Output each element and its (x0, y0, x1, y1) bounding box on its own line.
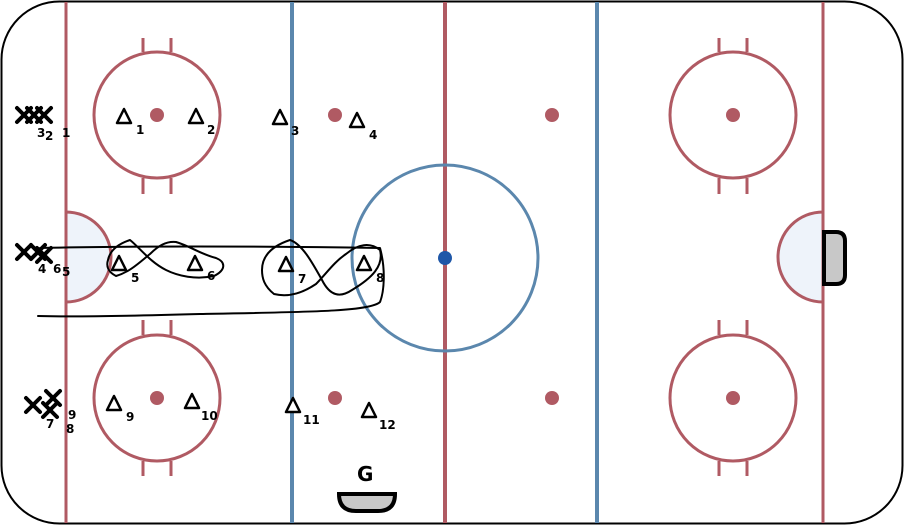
goalie-net (336, 492, 398, 513)
triangle-player: 1 (115, 107, 144, 137)
triangle-player-label: 3 (291, 124, 299, 138)
triangle-player-label: 9 (126, 410, 134, 424)
triangle-player-label: 5 (131, 271, 139, 285)
x-mark-icon (15, 243, 33, 261)
faceoff-circle-right-top (668, 38, 798, 194)
faceoff-circle-right-bottom (668, 320, 798, 476)
triangle-player-label: 2 (207, 123, 215, 137)
neutral-dot-left-top (328, 108, 342, 122)
right-goal-net (822, 230, 847, 286)
x-player-label: 5 (62, 265, 70, 279)
triangle-player: 6 (186, 254, 215, 283)
triangle-outline-icon (277, 255, 295, 273)
x-player-label: 2 (45, 129, 53, 143)
triangle-player-label: 1 (136, 123, 144, 137)
center-circle (350, 163, 540, 353)
triangle-player: 9 (105, 394, 134, 424)
goalie-label: G (357, 462, 373, 486)
x-mark-icon (29, 243, 47, 261)
x-player: 9 (44, 389, 76, 422)
triangle-player: 5 (110, 254, 139, 285)
x-player-label: 9 (68, 408, 76, 422)
triangle-player: 4 (348, 111, 377, 142)
triangle-player-label: 8 (376, 271, 384, 285)
triangle-player: 12 (360, 401, 396, 432)
triangle-outline-icon (271, 108, 289, 126)
triangle-outline-icon (348, 111, 366, 129)
triangle-outline-icon (360, 401, 378, 419)
triangle-player: 3 (271, 108, 299, 138)
triangle-player-label: 4 (369, 128, 377, 142)
x-player-label: 1 (62, 126, 70, 140)
center-faceoff-dot (438, 251, 452, 265)
triangle-player: 7 (277, 255, 306, 286)
x-mark-icon (41, 401, 59, 419)
triangle-player: 10 (183, 392, 218, 423)
triangle-outline-icon (183, 392, 201, 410)
triangle-player: 2 (187, 107, 215, 137)
triangle-player: 8 (355, 254, 384, 285)
x-player: 3 (15, 106, 45, 140)
x-player: 7 (24, 396, 54, 431)
right-goal-crease (776, 210, 825, 304)
x-player-label: 7 (46, 417, 54, 431)
triangle-player-label: 10 (201, 409, 218, 423)
x-mark-icon (15, 106, 33, 124)
faceoff-circle-left-bottom (92, 320, 222, 476)
x-mark-icon (24, 396, 42, 414)
faceoff-circle-left-top (92, 38, 222, 194)
triangle-outline-icon (355, 254, 373, 272)
neutral-dot-left-bottom (328, 391, 342, 405)
triangle-player: 11 (284, 396, 320, 427)
neutral-dot-right-top (545, 108, 559, 122)
left-goal-crease (64, 210, 113, 304)
triangle-player-label: 7 (298, 272, 306, 286)
x-mark-icon (44, 389, 62, 407)
triangle-player-label: 12 (379, 418, 396, 432)
triangle-outline-icon (110, 254, 128, 272)
triangle-player-label: 11 (303, 413, 320, 427)
neutral-dot-right-bottom (545, 391, 559, 405)
x-mark-icon (35, 246, 53, 264)
triangle-outline-icon (186, 254, 204, 272)
triangle-outline-icon (187, 107, 205, 125)
x-player-label: 8 (66, 422, 74, 436)
triangle-outline-icon (284, 396, 302, 414)
x-player-label: 6 (53, 262, 61, 276)
skating-path (37, 239, 385, 318)
triangle-outline-icon (105, 394, 123, 412)
triangle-player-label: 6 (207, 269, 215, 283)
triangle-outline-icon (115, 107, 133, 125)
x-player-label: 3 (37, 126, 45, 140)
x-player: 6 (29, 243, 61, 276)
x-player: 4 (15, 243, 46, 276)
x-player-label: 4 (38, 262, 46, 276)
